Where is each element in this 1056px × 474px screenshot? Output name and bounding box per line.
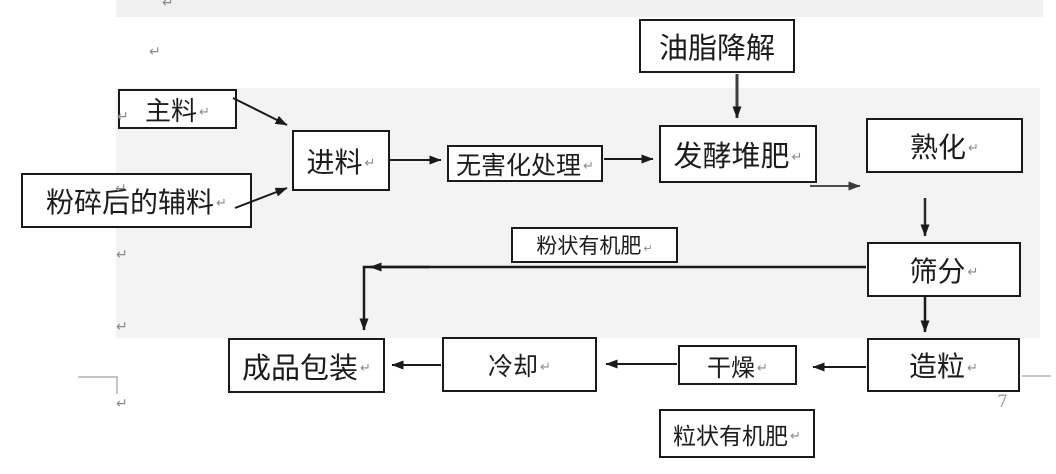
- arrow-main-material-to-feeding: [232, 97, 288, 126]
- node-screening[interactable]: 筛分↵: [867, 242, 1021, 297]
- node-label: 油脂降解: [658, 31, 775, 65]
- pilcrow-mark: ↵: [967, 265, 979, 280]
- arrow-screening-to-packaging-elbow: [359, 265, 866, 331]
- node-label: 粒状有机肥: [673, 423, 789, 450]
- pilcrow-mark: ↵: [757, 360, 768, 376]
- node-label: 主料: [145, 96, 198, 127]
- pilcrow-mark: ↵: [967, 360, 978, 376]
- node-label: 无害化处理: [456, 150, 582, 180]
- node-cooling[interactable]: 冷却↵: [442, 337, 597, 392]
- pilcrow-mark: ↵: [117, 109, 129, 125]
- node-crushed-auxiliary-material[interactable]: 粉碎后的辅料↵: [21, 173, 252, 228]
- node-label: 熟化: [910, 130, 967, 164]
- node-label: 成品包装: [242, 350, 359, 385]
- pilcrow-mark: ↵: [968, 141, 979, 156]
- node-label: 干燥: [707, 353, 756, 382]
- node-label: 进料: [306, 145, 363, 179]
- pilcrow-mark: ↵: [643, 241, 653, 255]
- node-label: 粉状有机肥: [536, 234, 642, 258]
- node-harmless-treatment[interactable]: 无害化处理↵: [447, 145, 603, 182]
- pilcrow-mark: ↵: [199, 104, 210, 120]
- node-granulation[interactable]: 造粒↵: [867, 338, 1020, 392]
- node-feeding[interactable]: 进料↵: [292, 130, 390, 191]
- node-drying[interactable]: 干燥↵: [678, 345, 797, 385]
- pilcrow-mark: ↵: [162, 0, 174, 11]
- pilcrow-mark: ↵: [116, 247, 128, 263]
- node-fermentation-composting[interactable]: 发酵堆肥↵: [659, 125, 817, 183]
- pilcrow-mark: ↵: [116, 319, 128, 335]
- pilcrow-mark: ↵: [149, 44, 161, 60]
- node-oil-degradation[interactable]: 油脂降解: [639, 19, 795, 73]
- pilcrow-mark: ↵: [115, 181, 127, 197]
- pilcrow-mark: ↵: [790, 429, 801, 444]
- pilcrow-mark: ↵: [791, 149, 803, 165]
- pilcrow-mark: ↵: [540, 360, 551, 375]
- node-label: 造粒: [909, 350, 966, 383]
- node-label: 粉碎后的辅料: [46, 185, 215, 219]
- pilcrow-mark: ↵: [364, 156, 376, 171]
- pilcrow-mark: ↵: [360, 361, 371, 376]
- page-number: 7: [997, 392, 1008, 412]
- node-label: 冷却: [488, 351, 539, 381]
- node-label: 筛分: [909, 254, 966, 288]
- node-granular-organic-fertilizer[interactable]: 粒状有机肥↵: [659, 409, 815, 458]
- node-maturation[interactable]: 熟化↵: [866, 118, 1023, 173]
- pilcrow-mark: ↵: [583, 159, 594, 174]
- pilcrow-mark: ↵: [216, 196, 227, 211]
- node-finished-product-packaging[interactable]: 成品包装↵: [228, 338, 385, 393]
- node-powdered-organic-fertilizer[interactable]: 粉状有机肥↵: [511, 227, 678, 263]
- arrow-auxiliary-to-feeding: [234, 187, 288, 209]
- background-shade-top: [116, 0, 1043, 17]
- node-label: 发酵堆肥: [673, 139, 790, 173]
- node-main-material[interactable]: 主料↵: [118, 89, 237, 129]
- pilcrow-mark: ↵: [116, 396, 128, 412]
